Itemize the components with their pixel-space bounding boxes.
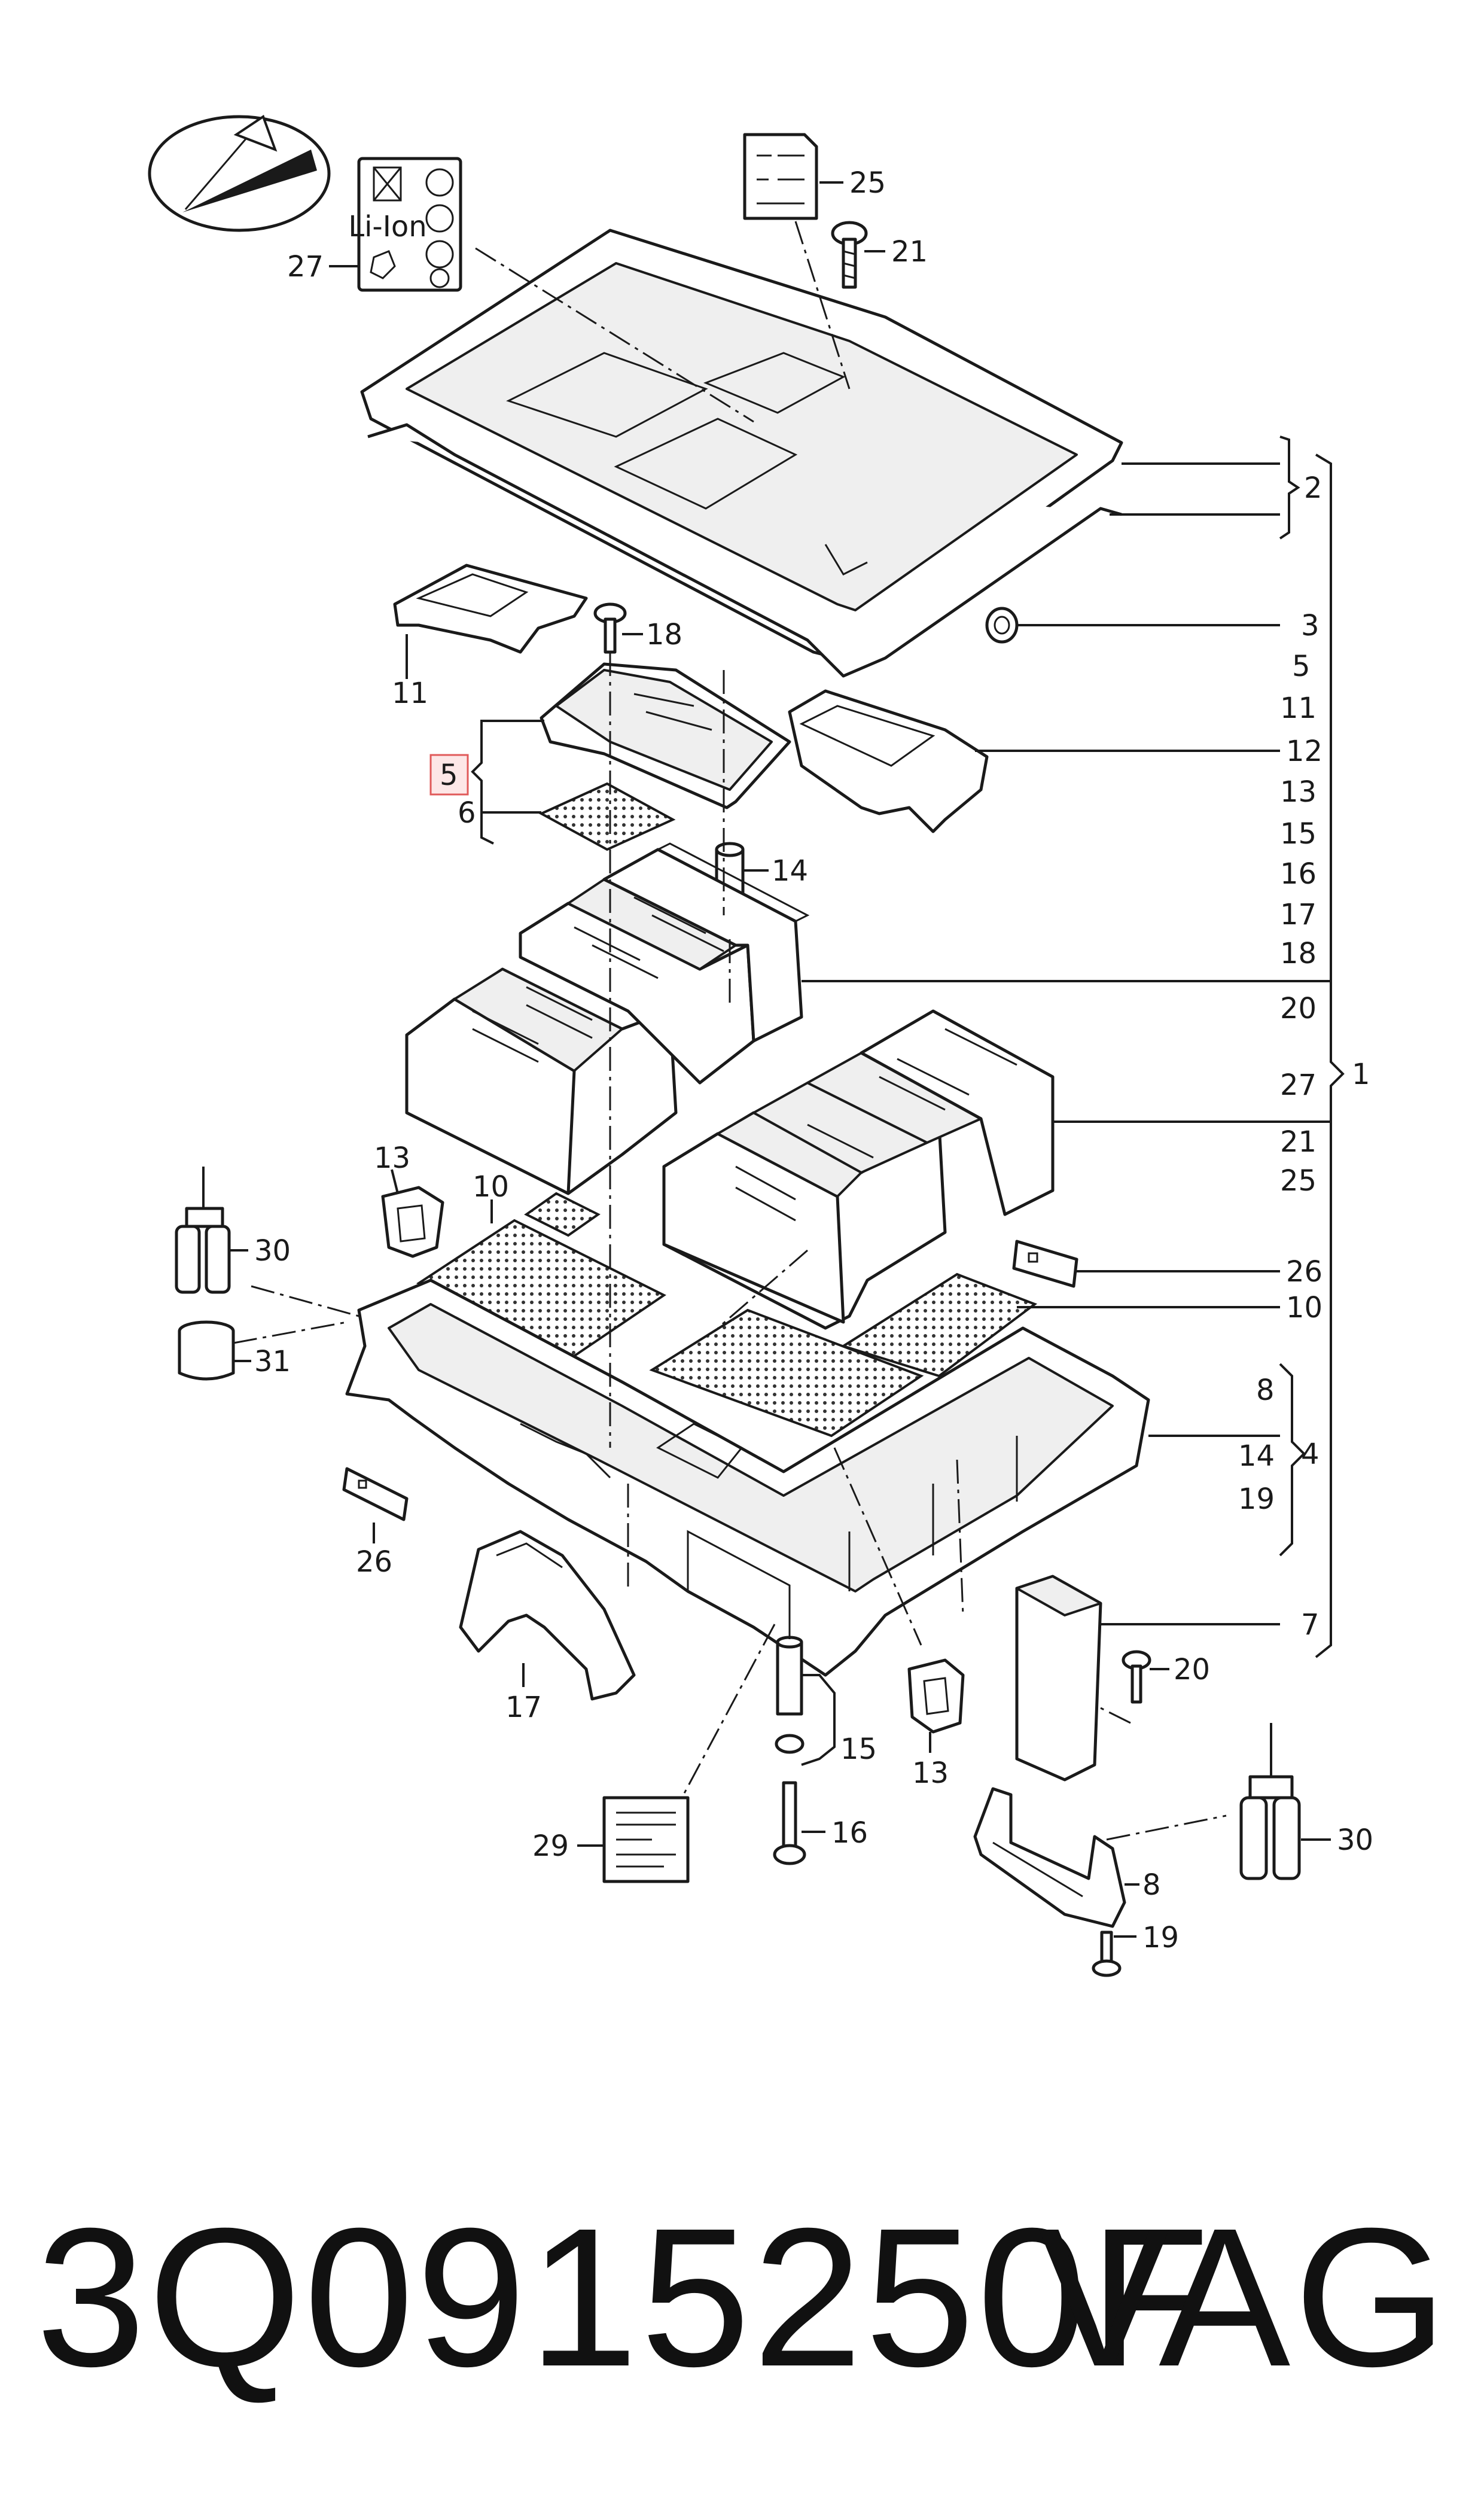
list-4-item: 19	[1238, 1482, 1275, 1516]
callout-1: 1	[1352, 1058, 1370, 1091]
callout-5-highlighted: 5	[440, 759, 458, 792]
callout-8: 8	[1142, 1868, 1161, 1902]
callout-17: 17	[505, 1691, 542, 1724]
adhesive-cartridge-part-30-left	[175, 1167, 231, 1294]
footer: 3Q0915250F VAG	[0, 2190, 1484, 2405]
callout-10-left: 10	[473, 1170, 509, 1204]
mesh-pad-part-10-d	[840, 1272, 1038, 1378]
list-4-item: 14	[1238, 1439, 1275, 1473]
highlight-box-part-5	[429, 754, 469, 796]
sleeve-part-15	[775, 1636, 805, 1754]
bolt-part-18	[593, 602, 627, 654]
callout-13-left: 13	[374, 1141, 410, 1175]
list-1-item: 18	[1280, 937, 1317, 970]
callout-31: 31	[254, 1345, 291, 1378]
assembly-centerlines	[233, 221, 1227, 1841]
control-unit-part-5	[540, 662, 791, 809]
list-1-item: 15	[1280, 817, 1317, 851]
callout-12: 12	[1286, 735, 1323, 768]
screw-part-21	[831, 221, 868, 289]
leader-lines	[230, 181, 1345, 1938]
label-part-26-left	[342, 1467, 409, 1521]
battery-modules-right	[662, 1009, 1055, 1330]
callout-30-left: 30	[254, 1234, 291, 1268]
list-1-item: 25	[1280, 1164, 1317, 1198]
callout-11: 11	[392, 677, 428, 710]
label-part-29	[602, 1796, 690, 1883]
module-part-7	[1015, 1575, 1102, 1782]
bracket-part-13-right	[907, 1658, 965, 1734]
bracket-part-13-left	[381, 1186, 444, 1258]
battery-modules-left	[405, 842, 810, 1195]
list-1-item: 13	[1280, 775, 1317, 809]
callout-25: 25	[849, 166, 886, 200]
callout-4: 4	[1301, 1438, 1320, 1471]
callout-labels: 27 25 21 2 3 18 11 12 5 6 14 13 10 30 31…	[254, 166, 1373, 1954]
bracket-part-8	[973, 1787, 1126, 1928]
list-1-item: 16	[1280, 857, 1317, 891]
cover-part-12	[788, 689, 989, 833]
battery-cover-part-2	[360, 229, 1123, 678]
container-part-31	[178, 1320, 235, 1381]
callout-3: 3	[1301, 609, 1320, 643]
label-part-25	[743, 133, 818, 220]
mesh-pad-part-10-b	[524, 1192, 601, 1237]
callout-16: 16	[831, 1816, 868, 1850]
callout-21: 21	[891, 235, 928, 269]
list-1-item: 27	[1280, 1068, 1317, 1102]
callout-2: 2	[1304, 471, 1323, 505]
part-number: 3Q0915250F	[36, 2187, 1212, 2407]
list-1-item: 21	[1280, 1125, 1317, 1159]
screw-part-19	[1092, 1931, 1122, 1977]
warning-label-part-27: Li-Ion	[348, 157, 462, 292]
adhesive-cartridge-part-30-right	[1239, 1723, 1301, 1880]
list-1-item: 11	[1280, 692, 1317, 725]
list-1-item: 17	[1280, 898, 1317, 931]
callout-18: 18	[646, 618, 682, 651]
list-1-item: 20	[1280, 992, 1317, 1025]
callout-6: 6	[458, 796, 476, 830]
plug-part-3	[985, 607, 1019, 644]
callout-26-right: 26	[1286, 1255, 1323, 1289]
bracket-part-17	[459, 1530, 636, 1701]
group-1-part-list: 5 11 13 15 16 17 18 20 27 21 25	[1280, 650, 1317, 1198]
callout-30-right: 30	[1337, 1823, 1373, 1857]
exploded-parts-diagram: Li-Ion	[148, 114, 1373, 1977]
callout-27: 27	[287, 250, 324, 284]
group-4-part-list: 8 14 19	[1238, 1374, 1275, 1516]
brand-name: VAG	[1038, 2187, 1451, 2407]
list-1-item: 5	[1292, 650, 1311, 683]
callout-29: 29	[532, 1829, 569, 1863]
callout-19: 19	[1142, 1921, 1179, 1954]
callout-20: 20	[1174, 1653, 1210, 1686]
list-4-item: 8	[1256, 1374, 1275, 1407]
callout-26-left: 26	[356, 1545, 392, 1579]
li-ion-text: Li-Ion	[348, 210, 426, 243]
bolt-part-16	[773, 1781, 806, 1865]
label-part-26-right	[1012, 1240, 1078, 1288]
mesh-pad-part-6	[538, 782, 676, 851]
callout-13-right: 13	[912, 1756, 949, 1790]
callout-14: 14	[772, 854, 808, 888]
logo-emblem	[148, 114, 331, 232]
screw-part-20	[1122, 1650, 1151, 1704]
cover-part-11	[393, 564, 588, 654]
callout-7: 7	[1301, 1608, 1320, 1642]
mesh-pad-part-10-c	[649, 1308, 924, 1438]
callout-15: 15	[840, 1733, 877, 1766]
battery-tray-part-4	[345, 1278, 1150, 1677]
callout-10-right: 10	[1286, 1291, 1323, 1325]
